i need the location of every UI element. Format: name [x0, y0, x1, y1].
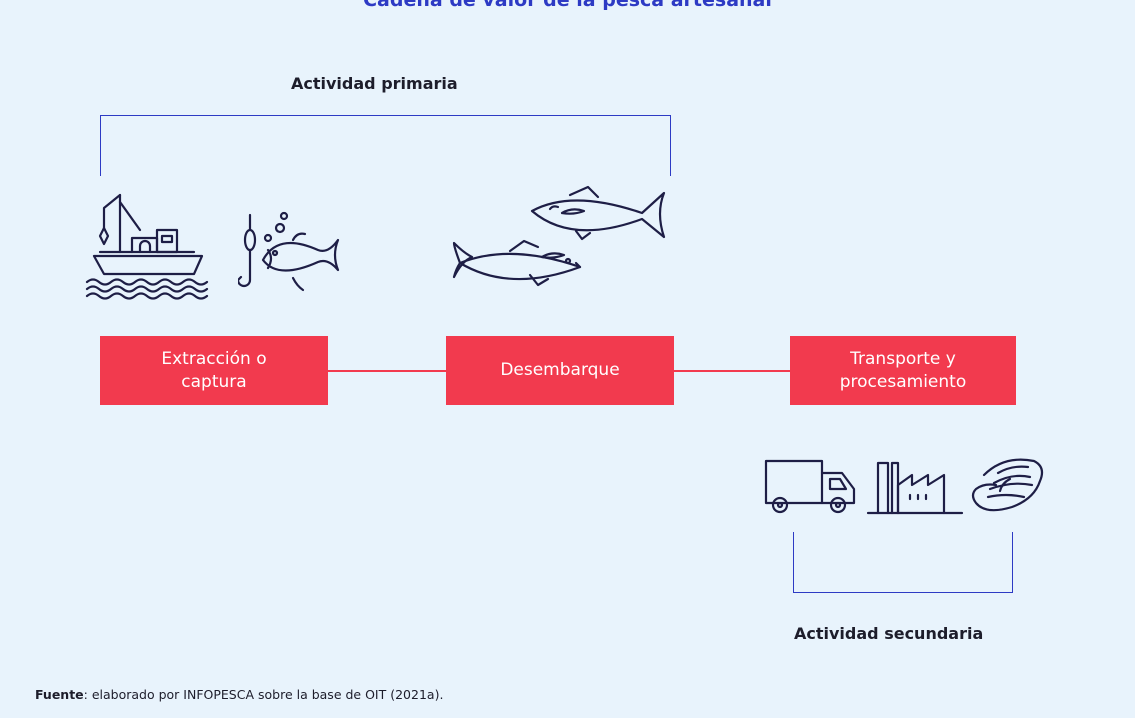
- factory-icon: [866, 455, 966, 517]
- stage-box-extraction: Extracción o captura: [100, 336, 328, 405]
- secondary-activity-label: Actividad secundaria: [794, 624, 984, 643]
- source-text: : elaborado por INFOPESCA sobre la base …: [83, 687, 444, 702]
- primary-activity-label: Actividad primaria: [291, 74, 458, 93]
- connector-line: [328, 370, 446, 372]
- tuna-fish-icon: [450, 185, 670, 300]
- connector-line: [674, 370, 790, 372]
- stage-box-landing: Desembarque: [446, 336, 674, 405]
- stage-box-transport: Transporte y procesamiento: [790, 336, 1016, 405]
- source-note: Fuente: elaborado por INFOPESCA sobre la…: [35, 687, 443, 702]
- secondary-bracket: [793, 532, 1013, 593]
- fish-hook-icon: [238, 210, 348, 300]
- fish-steak-icon: [970, 455, 1050, 517]
- diagram-title: Cadena de valor de la pesca artesanal: [363, 0, 772, 11]
- fishing-boat-icon: [82, 190, 212, 300]
- source-prefix: Fuente: [35, 687, 84, 702]
- delivery-truck-icon: [760, 455, 860, 517]
- primary-bracket: [100, 115, 671, 176]
